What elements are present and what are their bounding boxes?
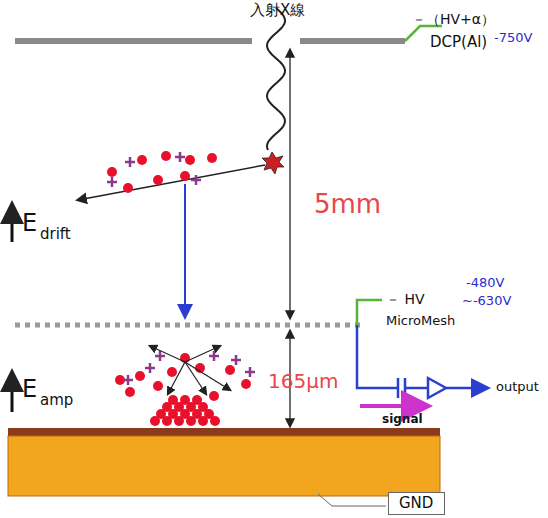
drift-plate — [300, 38, 405, 44]
electron — [180, 171, 190, 181]
label: ~-630V — [462, 294, 511, 308]
label: － HV — [386, 292, 425, 307]
avalanche-arrow — [168, 362, 185, 394]
label: amp — [40, 392, 73, 409]
track-arrow — [78, 165, 265, 200]
hv-wire — [357, 300, 382, 325]
electron — [123, 183, 133, 193]
interaction-point — [262, 152, 284, 174]
label: E — [22, 376, 37, 402]
ion — [235, 355, 238, 365]
leader-line — [318, 494, 386, 506]
avalanche-arrow — [185, 362, 206, 394]
label: signal — [382, 413, 423, 426]
ion — [129, 157, 132, 167]
label: MicroMesh — [386, 314, 455, 328]
readout-wire — [405, 387, 428, 390]
electron — [167, 367, 177, 377]
electron — [107, 167, 117, 177]
electron — [225, 365, 235, 375]
ion — [159, 351, 162, 361]
label: drift — [40, 226, 71, 243]
anode-strip — [8, 428, 440, 436]
electron — [125, 387, 135, 397]
avalanche — [115, 346, 255, 426]
ion — [249, 367, 252, 377]
signal-arrow — [360, 404, 425, 408]
electron — [137, 155, 147, 165]
electron — [150, 416, 160, 426]
avalanche-arrow — [150, 346, 185, 362]
label: -480V — [466, 276, 504, 290]
electron — [186, 416, 196, 426]
electron — [207, 153, 217, 163]
readout-wire — [357, 325, 398, 388]
avalanche-arrow — [185, 362, 230, 390]
micromesh — [15, 323, 360, 328]
electron — [210, 416, 220, 426]
ion — [179, 152, 182, 162]
ground-box: GND — [388, 492, 445, 515]
xray-wave — [267, 8, 285, 150]
electron — [241, 379, 251, 389]
label: output — [496, 380, 539, 394]
anode-board — [8, 436, 440, 496]
electron — [198, 416, 208, 426]
avalanche-arrow — [185, 346, 220, 362]
amplifier — [428, 378, 446, 398]
electron — [161, 151, 171, 161]
electron — [162, 416, 172, 426]
dimension-line — [289, 50, 290, 318]
ion — [111, 177, 114, 187]
label: 165μm — [268, 370, 338, 392]
ion — [195, 175, 198, 185]
electron — [153, 175, 163, 185]
electron — [135, 371, 145, 381]
field-arrow — [11, 206, 14, 242]
electron — [185, 155, 195, 165]
ion — [213, 351, 216, 361]
label: -750V — [494, 31, 532, 45]
label: DCP(Al) — [430, 34, 487, 51]
label: －（HV+α） — [412, 12, 495, 27]
readout-wire — [446, 387, 486, 390]
drift-plate — [15, 38, 252, 44]
electron — [153, 381, 163, 391]
drift-arrow — [184, 184, 186, 316]
ionization-cloud — [107, 151, 217, 193]
ion — [127, 375, 130, 385]
capacitor — [397, 378, 400, 398]
node-text: GND — [399, 495, 434, 512]
field-arrow — [11, 374, 14, 412]
ion — [149, 363, 152, 373]
label: 5mm — [314, 190, 381, 219]
label: 入射X線 — [250, 2, 305, 19]
label: E — [22, 210, 37, 236]
electron — [174, 416, 184, 426]
electron — [209, 391, 219, 401]
